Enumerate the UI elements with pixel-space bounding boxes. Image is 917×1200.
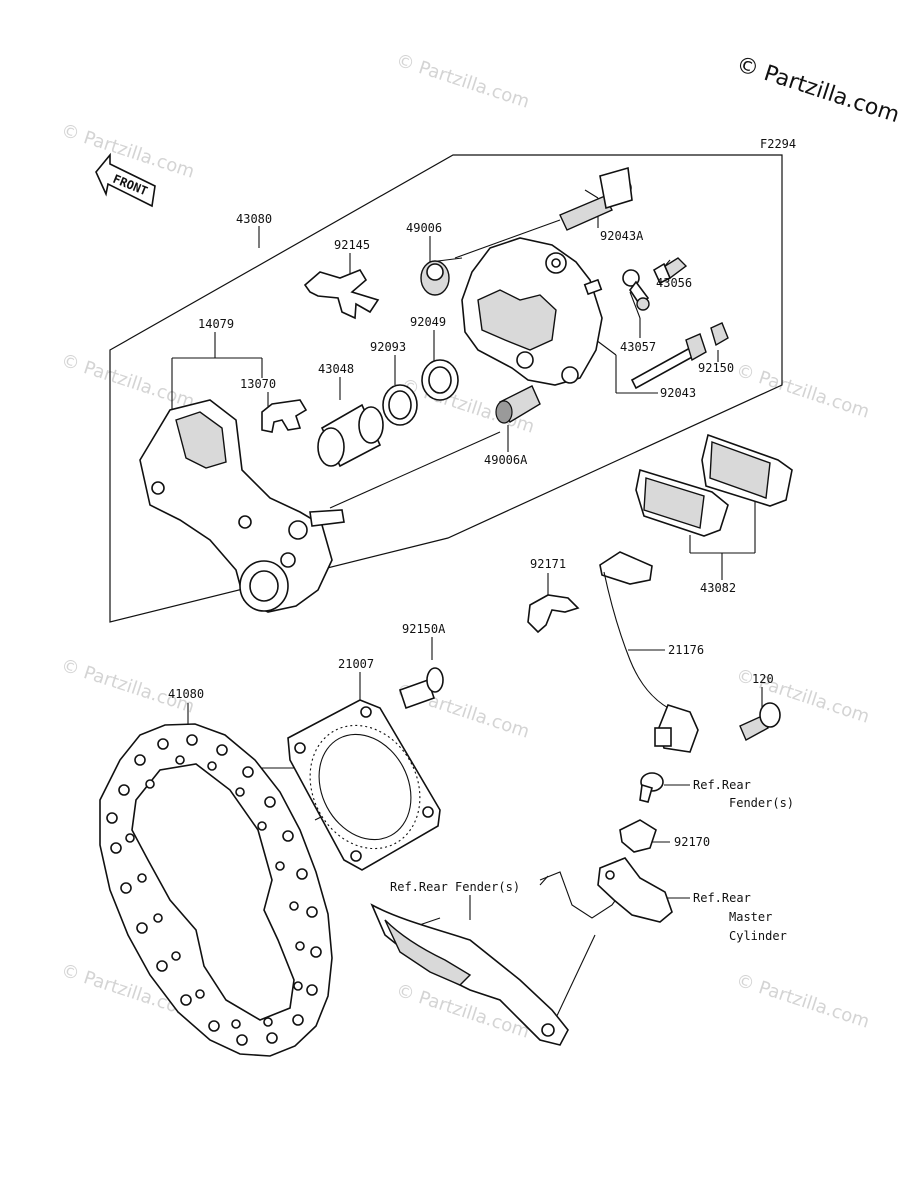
callout-21176: 21176: [668, 643, 704, 657]
callout-92049: 92049: [410, 315, 446, 329]
callout-92150A: 92150A: [402, 622, 446, 636]
piston-seal-icon: [421, 359, 459, 401]
rotor-bolt-icon: [398, 667, 444, 710]
callout-43057: 43057: [620, 340, 656, 354]
callout-92043A: 92043A: [600, 229, 644, 243]
callout-21007: 21007: [338, 657, 374, 671]
master-cylinder-bracket-icon: [597, 857, 673, 923]
callout-92170: 92170: [674, 835, 710, 849]
bleed-cap-icon: [622, 269, 650, 311]
ref-rear-fender-a-line2: Fender(s): [729, 796, 794, 810]
hose-clamp-icon: [619, 819, 657, 853]
watermark-text: © Partzilla.com: [733, 970, 872, 1033]
ref-master-cylinder-line2: Master: [729, 910, 772, 924]
copyright-text: © Partzilla.com: [733, 52, 902, 128]
caliper-bracket-icon: [139, 399, 345, 613]
callout-92145: 92145: [334, 238, 370, 252]
abs-sensor-rotor-icon: [287, 699, 441, 871]
ref-master-cylinder-line3: Cylinder: [729, 929, 787, 943]
pad-clip-icon: [261, 399, 308, 433]
callout-43082: 43082: [700, 581, 736, 595]
sensor-screw-icon: [739, 702, 781, 741]
boot-icon: [420, 260, 450, 296]
caliper-pin-icon: [559, 166, 633, 231]
piston-icon: [317, 403, 384, 468]
abs-sensor-icon: [599, 551, 699, 753]
ref-rear-fender-b: Ref.Rear Fender(s): [390, 880, 520, 894]
callout-49006A: 49006A: [484, 453, 528, 467]
figure-code: F2294: [760, 137, 796, 151]
brake-disc-icon: [99, 723, 333, 1057]
pin-boot-icon: [495, 385, 541, 424]
caliper-assembly-frame: [109, 154, 783, 623]
callout-120: 120: [752, 672, 774, 686]
mounting-pin-icon: [630, 333, 707, 390]
watermark-text: © Partzilla.com: [58, 350, 197, 413]
callout-92171: 92171: [530, 557, 566, 571]
fender-bolt-icon: [639, 772, 664, 803]
dust-seal-icon: [382, 384, 418, 426]
callout-43056: 43056: [656, 276, 692, 290]
bleed-valve-icon: [652, 257, 688, 285]
watermark-text: © Partzilla.com: [393, 50, 532, 113]
ref-master-cylinder-line1: Ref.Rear: [693, 891, 751, 905]
callout-92043: 92043: [660, 386, 696, 400]
callout-14079: 14079: [198, 317, 234, 331]
sensor-clamp-icon: [527, 594, 580, 634]
callout-43080: 43080: [236, 212, 272, 226]
pad-spring-icon: [303, 269, 380, 320]
callout-labels: 43080 92145 49006 92043A 14079 13070 430…: [168, 212, 794, 943]
callout-41080: 41080: [168, 687, 204, 701]
callout-49006: 49006: [406, 221, 442, 235]
callout-13070: 13070: [240, 377, 276, 391]
callout-92150: 92150: [698, 361, 734, 375]
watermark-text: © Partzilla.com: [733, 360, 872, 423]
brake-pads-icon: [635, 433, 793, 537]
rear-fender-icon: [370, 903, 569, 1046]
ref-rear-fender-a-line1: Ref.Rear: [693, 778, 751, 792]
callout-92093: 92093: [370, 340, 406, 354]
plug-icon: [710, 322, 729, 347]
caliper-body-icon: [461, 237, 603, 386]
callout-43048: 43048: [318, 362, 354, 376]
